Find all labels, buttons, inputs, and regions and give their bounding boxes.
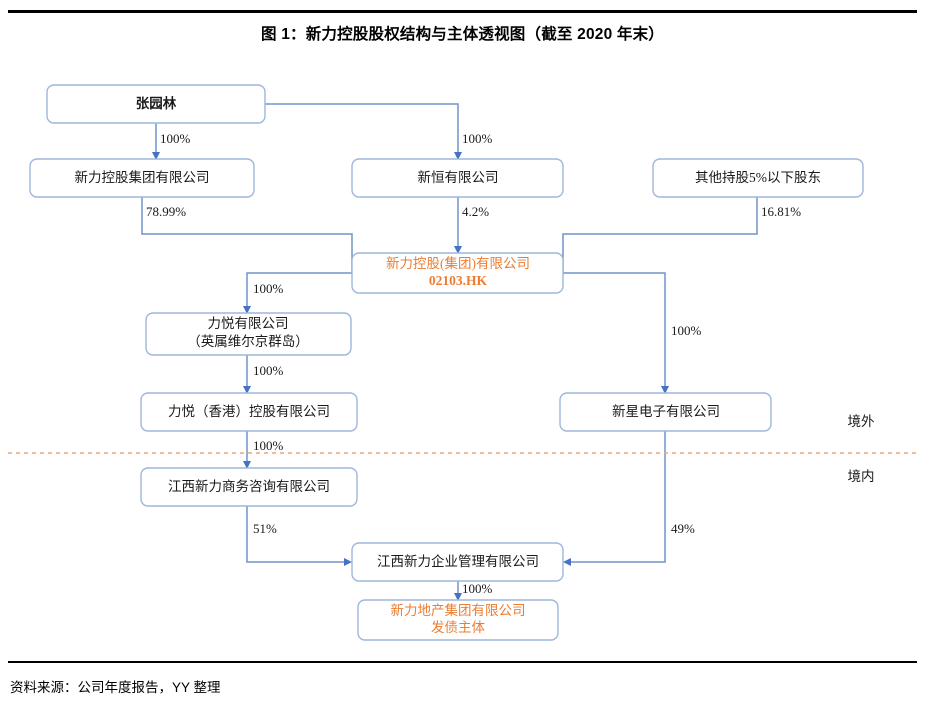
edge-label-xinli-to-listco: 78.99% [146, 204, 186, 219]
node-box[interactable] [140, 392, 358, 432]
edge-label-zhang-to-xinheng: 100% [462, 131, 493, 146]
zone-label-offshore: 境外 [848, 414, 876, 429]
node-label: 新力地产集团有限公司 [391, 603, 526, 618]
node-box[interactable] [351, 542, 564, 582]
edge-consult-to-mgmt [246, 506, 352, 566]
node-box[interactable] [559, 392, 772, 432]
edge-label-liyuehk-to-consult: 100% [253, 438, 284, 453]
node-zhang-yuanlin[interactable]: 张园林 [46, 84, 266, 124]
figure-title: 图 1：新力控股股权结构与主体透视图（截至 2020 年末） [260, 26, 665, 43]
node-box[interactable] [46, 84, 266, 124]
edge-listco-to-xinxing [563, 272, 669, 394]
source-note: 资料来源：公司年度报告，YY 整理 [10, 680, 221, 695]
node-label: 其他持股5%以下股东 [695, 170, 821, 185]
node-xinli-real-estate-issuer[interactable]: 新力地产集团有限公司 发债主体 [357, 599, 559, 641]
node-box[interactable] [145, 312, 352, 356]
edge-liyuebvi-to-liyuehk [243, 355, 251, 394]
connector-layer [141, 103, 758, 601]
node-label: 新星电子有限公司 [612, 404, 720, 419]
edge-listco-to-liyuebvi [243, 272, 352, 314]
edge-label-zhang-to-xinli: 100% [160, 131, 191, 146]
top-horizontal-rule [8, 10, 917, 13]
node-ticker: 02103.HK [429, 273, 488, 288]
node-box[interactable] [351, 158, 564, 198]
node-jiangxi-xinli-business-consulting[interactable]: 江西新力商务咨询有限公司 [140, 467, 358, 507]
node-sublabel: 发债主体 [431, 620, 485, 635]
node-label: 江西新力企业管理有限公司 [377, 553, 539, 569]
node-box[interactable] [29, 158, 255, 198]
edge-label-other-to-listco: 16.81% [761, 204, 801, 219]
node-label: 新力控股集团有限公司 [75, 170, 210, 185]
node-label: 张园林 [136, 95, 177, 111]
edge-label-listco-to-liyuebvi: 100% [253, 281, 284, 296]
node-box[interactable] [357, 599, 559, 641]
node-liyue-hongkong-holding[interactable]: 力悦（香港）控股有限公司 [140, 392, 358, 432]
node-box[interactable] [351, 252, 564, 294]
edge-label-liyuebvi-to-liyuehk: 100% [253, 363, 284, 378]
edge-label-mgmt-to-issuer: 100% [462, 581, 493, 596]
edge-xinli-to-listco [141, 197, 353, 273]
edge-label-consult-to-mgmt: 51% [253, 521, 277, 536]
edge-xinheng-to-listco [454, 197, 462, 254]
edge-label-listco-to-xinxing: 100% [671, 323, 702, 338]
node-layer: 张园林 新力控股集团有限公司 新恒有限公司 其他持股5%以下股东 新力控股(集团… [29, 84, 864, 641]
node-label: 力悦（香港）控股有限公司 [168, 404, 330, 419]
node-label: 力悦有限公司 [208, 316, 289, 331]
edge-zhang-to-xinheng [265, 103, 462, 160]
node-sublabel: （英属维尔京群岛） [187, 333, 309, 349]
zone-label-onshore: 境内 [848, 469, 875, 484]
node-other-shareholders-below-5pct[interactable]: 其他持股5%以下股东 [652, 158, 864, 198]
node-xinxing-electronics[interactable]: 新星电子有限公司 [559, 392, 772, 432]
bottom-horizontal-rule [8, 661, 917, 663]
node-box[interactable] [652, 158, 864, 198]
node-liyue-bvi[interactable]: 力悦有限公司 （英属维尔京群岛） [145, 312, 352, 356]
node-label: 江西新力商务咨询有限公司 [168, 479, 330, 494]
edge-label-xinxing-to-mgmt: 49% [671, 521, 695, 536]
edge-other-to-listco [562, 197, 758, 273]
node-listed-company-02103hk[interactable]: 新力控股(集团)有限公司 02103.HK [351, 252, 564, 294]
edge-label-xinheng-to-listco: 4.2% [462, 204, 489, 219]
node-label: 新力控股(集团)有限公司 [386, 256, 530, 271]
edge-label-layer: 100% 100% 78.99% 4.2% 16.81% 100% 100% 1… [146, 131, 801, 596]
node-xinli-holding-group[interactable]: 新力控股集团有限公司 [29, 158, 255, 198]
edge-liyuehk-to-consult [243, 431, 251, 469]
edge-mgmt-to-issuer [454, 581, 462, 601]
edge-zhang-to-xinli [152, 123, 160, 160]
node-box[interactable] [140, 467, 358, 507]
node-xinheng-limited[interactable]: 新恒有限公司 [351, 158, 564, 198]
node-label: 新恒有限公司 [418, 170, 499, 185]
node-jiangxi-xinli-enterprise-management[interactable]: 江西新力企业管理有限公司 [351, 542, 564, 582]
ownership-structure-diagram: 境外 境内 100% 100% 78.99% 4.2% 16.81% 100% … [8, 84, 917, 641]
edge-xinxing-to-mgmt [563, 431, 666, 566]
